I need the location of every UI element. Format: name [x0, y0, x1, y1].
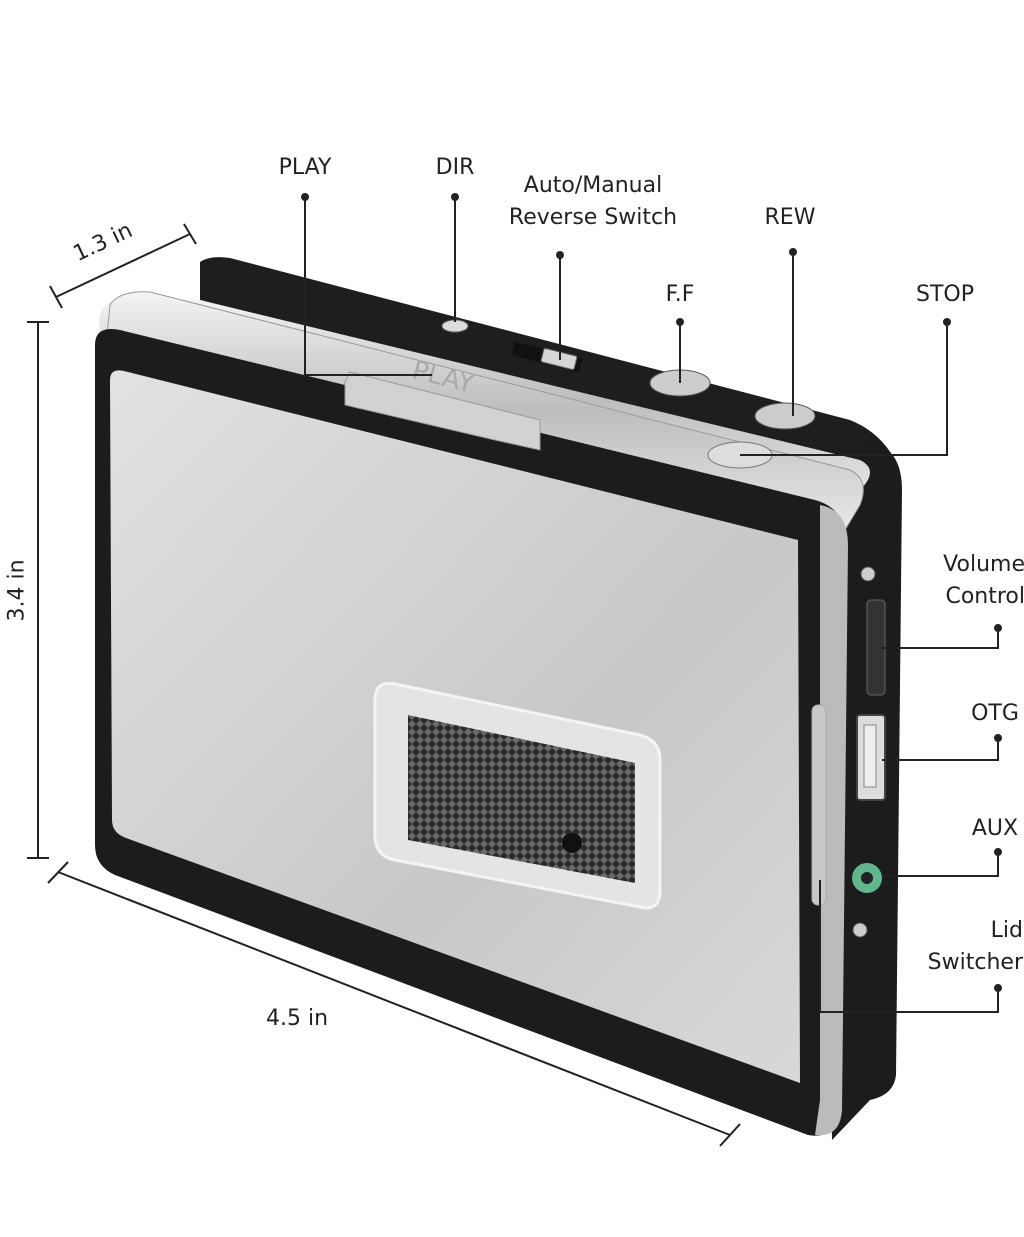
- callout-volume: Volume Control: [925, 549, 1024, 613]
- callout-rew: REW: [764, 205, 816, 230]
- lid-switcher: [811, 704, 827, 906]
- callout-play: PLAY: [278, 155, 332, 180]
- height-dimension-label: 3.4 in: [4, 559, 30, 622]
- callout-aux: AUX: [971, 816, 1019, 841]
- play-button: [344, 371, 541, 451]
- callout-otg: OTG: [971, 701, 1019, 726]
- callout-lid-line2: Switcher: [927, 950, 1023, 975]
- callout-stop: STOP: [916, 282, 974, 307]
- dimension-lines: [27, 223, 741, 1147]
- callout-dots: [301, 193, 1002, 992]
- callout-volume-line1: Volume: [943, 552, 1024, 577]
- callout-lid-line1: Lid: [990, 918, 1023, 943]
- callout-reverse-line1: Auto/Manual: [523, 173, 663, 198]
- callout-reverse-line2: Reverse Switch: [508, 205, 678, 230]
- callout-volume-line2: Control: [945, 584, 1024, 609]
- width-dimension-label: 4.5 in: [266, 1006, 329, 1031]
- top-back-edge: [200, 257, 900, 480]
- callout-lid: Lid Switcher: [915, 915, 1023, 979]
- rew-button: [754, 402, 816, 430]
- callout-reverse-switch: Auto/Manual Reverse Switch: [493, 170, 693, 234]
- callout-leaders: [304, 197, 999, 1013]
- callout-ff: F.F: [665, 282, 695, 307]
- callout-dir: DIR: [435, 155, 475, 180]
